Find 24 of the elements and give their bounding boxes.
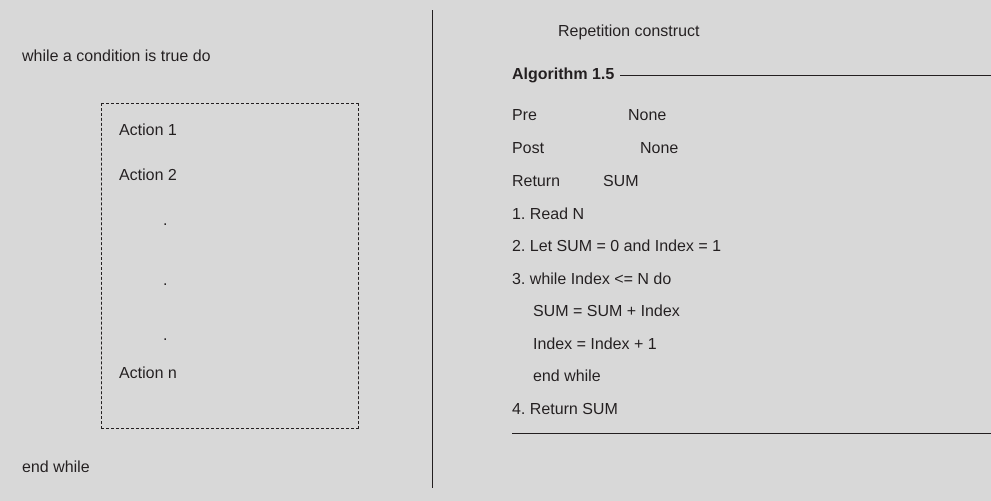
pseudocode-line: 4. Return SUM: [512, 400, 618, 420]
field-name: Pre: [512, 106, 537, 126]
ellipsis-dot: .: [163, 326, 168, 346]
pseudocode-line: SUM = SUM + Index: [533, 302, 680, 322]
pseudocode-line: 2. Let SUM = 0 and Index = 1: [512, 237, 722, 257]
field-value: None: [628, 106, 666, 126]
field-name: Return: [512, 172, 560, 192]
pseudocode-line: end while: [533, 367, 601, 387]
field-name: Post: [512, 139, 544, 159]
algorithm-heading: Algorithm 1.5: [512, 65, 620, 85]
panel-title: Repetition construct: [558, 22, 700, 42]
field-value: SUM: [603, 172, 639, 192]
pseudocode-line: 1. Read N: [512, 205, 584, 225]
loop-footer-text: end while: [22, 458, 90, 478]
loop-header-text: while a condition is true do: [22, 47, 211, 67]
action-text: Action n: [119, 364, 177, 384]
action-text: Action 1: [119, 121, 177, 141]
pseudocode-line: 3. while Index <= N do: [512, 270, 672, 290]
ellipsis-dot: .: [163, 211, 168, 231]
loop-body-box: [101, 103, 359, 429]
action-text: Action 2: [119, 166, 177, 186]
field-value: None: [640, 139, 678, 159]
pseudocode-line: Index = Index + 1: [533, 335, 657, 355]
ellipsis-dot: .: [163, 271, 168, 291]
